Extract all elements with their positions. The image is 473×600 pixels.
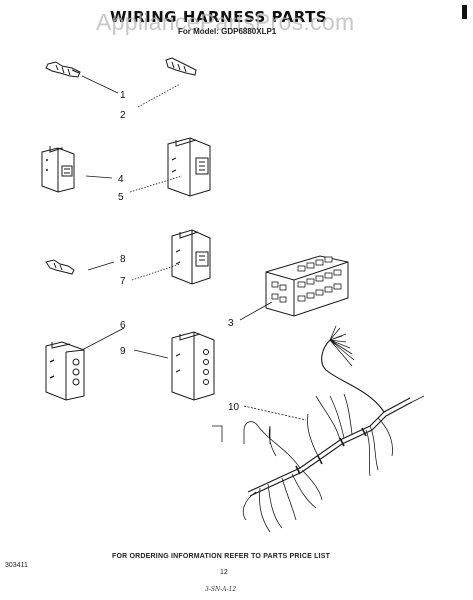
leader-line-9 — [133, 349, 169, 359]
leader-line-6 — [81, 327, 125, 351]
callout-4: 4 — [118, 174, 124, 185]
part-1-terminal — [45, 61, 81, 78]
page-title: WIRING HARNESS PARTS — [110, 8, 328, 26]
part-6-connector — [45, 341, 85, 401]
part-8-terminal — [45, 259, 75, 275]
leader-line-2 — [137, 83, 181, 108]
page-number: 12 — [220, 569, 228, 576]
callout-9: 9 — [120, 346, 126, 357]
callout-10: 10 — [228, 402, 240, 413]
callout-5: 5 — [118, 192, 124, 203]
part-4-connector — [41, 146, 75, 193]
part-3-connector-block — [265, 255, 349, 317]
leader-line-7 — [131, 263, 181, 281]
part-2-terminal — [165, 57, 197, 76]
handwritten-note: 3-SN-A-12 — [205, 586, 237, 593]
document-number: 303411 — [5, 562, 28, 569]
leader-line-10 — [243, 405, 307, 421]
callout-1: 1 — [120, 90, 126, 101]
leader-line-5 — [129, 175, 183, 193]
part-5-connector — [167, 137, 211, 197]
leader-line-4 — [85, 175, 113, 179]
model-line: For Model: GDP6880XLP1 — [178, 27, 277, 36]
part-7-connector — [171, 229, 211, 285]
part-10-wiring-harness — [212, 325, 425, 533]
callout-8: 8 — [120, 254, 126, 265]
callout-6: 6 — [120, 320, 126, 331]
watermark: AppliancePartsPros.com — [96, 9, 355, 35]
leader-line-8 — [87, 261, 115, 271]
leader-line-1 — [81, 75, 119, 94]
edge-tab-mark — [462, 5, 467, 19]
callout-3: 3 — [228, 318, 234, 329]
leader-line-3 — [239, 301, 273, 321]
callout-7: 7 — [120, 276, 126, 287]
part-9-connector — [171, 331, 215, 401]
ordering-note: FOR ORDERING INFORMATION REFER TO PARTS … — [112, 553, 331, 560]
callout-2: 2 — [120, 110, 126, 121]
